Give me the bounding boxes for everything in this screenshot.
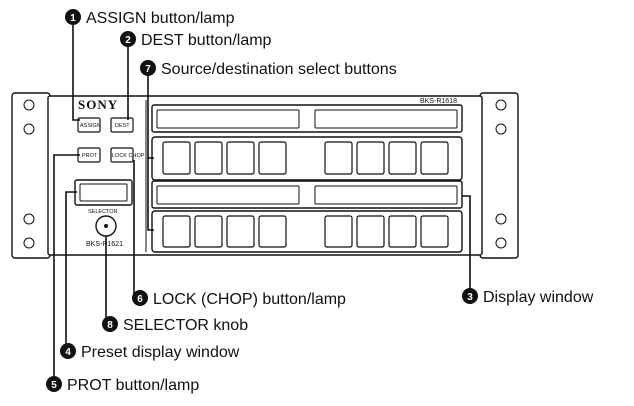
mounting-hole — [23, 237, 35, 249]
lock-chop-button[interactable]: LOCK CHOP — [110, 147, 145, 163]
select-button[interactable] — [226, 215, 255, 248]
select-button[interactable] — [162, 141, 191, 175]
callout-label: Source/destination select buttons — [161, 61, 397, 78]
select-button[interactable] — [324, 141, 353, 175]
select-button-bank-upper — [151, 136, 463, 181]
callout-3: 3 Display window — [462, 288, 594, 306]
mounting-hole — [495, 213, 507, 225]
callout-8: 8 SELECTOR knob — [102, 316, 248, 334]
model-label-sub: BKS-R1621 — [86, 241, 123, 248]
callout-number: 6 — [137, 294, 143, 305]
callout-badge — [132, 290, 148, 306]
assign-button-label: ASSIGN — [80, 123, 101, 129]
callout-badge — [46, 376, 62, 392]
select-button[interactable] — [162, 215, 191, 248]
callout-label: DEST button/lamp — [141, 32, 272, 49]
select-button[interactable] — [194, 215, 223, 248]
callout-5: 5 PROT button/lamp — [46, 376, 199, 394]
callout-number: 5 — [51, 380, 57, 391]
mounting-hole — [23, 99, 35, 111]
select-button[interactable] — [356, 215, 385, 248]
callout-number: 4 — [65, 347, 71, 358]
left-rack-ear — [11, 92, 51, 259]
lock-chop-button-label: LOCK CHOP — [112, 153, 145, 159]
callout-number: 2 — [125, 35, 131, 46]
callout-label: Display window — [483, 289, 594, 306]
select-button-bank-lower — [151, 210, 463, 253]
callout-badge — [60, 343, 76, 359]
select-button[interactable] — [420, 215, 449, 248]
prot-button-label: PROT — [82, 153, 98, 159]
callout-label: ASSIGN button/lamp — [86, 10, 235, 27]
mounting-hole — [23, 123, 35, 135]
display-window-lower — [151, 180, 463, 209]
select-button[interactable] — [356, 141, 385, 175]
callout-4: 4 Preset display window — [60, 343, 240, 361]
display-window-upper — [151, 104, 463, 133]
select-button[interactable] — [388, 215, 417, 248]
select-button[interactable] — [324, 215, 353, 248]
leader-line-preset — [65, 191, 77, 350]
right-rack-ear — [479, 92, 519, 259]
select-button[interactable] — [388, 141, 417, 175]
select-button[interactable] — [258, 141, 287, 175]
mounting-holes — [23, 99, 507, 249]
prot-button[interactable]: PROT — [77, 147, 101, 163]
leader-line-prot — [53, 154, 80, 380]
selector-caption: SELECTOR — [88, 209, 118, 215]
selector-knob[interactable] — [95, 215, 117, 237]
callout-2: 2 DEST button/lamp — [120, 31, 272, 49]
callout-6: 6 LOCK (CHOP) button/lamp — [132, 290, 346, 308]
model-label-main: BKS-R1618 — [420, 98, 457, 105]
callout-badge — [65, 9, 81, 25]
callout-badge — [102, 316, 118, 332]
rack-unit: SONY BKS-R1618 BKS-R1621 ASSIGN DEST PRO… — [11, 92, 519, 259]
preset-display-window — [74, 179, 133, 206]
callout-number: 7 — [145, 64, 151, 75]
callout-badge — [120, 31, 136, 47]
mounting-hole — [495, 237, 507, 249]
callout-number: 3 — [467, 292, 473, 303]
leader-line-select-lower — [147, 158, 154, 231]
brand-logo: SONY — [78, 97, 118, 112]
mounting-hole — [495, 123, 507, 135]
callout-number: 8 — [107, 320, 113, 331]
leader-lines — [53, 25, 471, 380]
callout-label: Preset display window — [81, 344, 240, 361]
leader-line-assign — [72, 25, 80, 121]
callout-badge — [462, 288, 478, 304]
select-button[interactable] — [226, 141, 255, 175]
callout-label: LOCK (CHOP) button/lamp — [153, 291, 346, 308]
callout-1: 1 ASSIGN button/lamp — [65, 9, 235, 27]
mounting-hole — [23, 213, 35, 225]
select-button[interactable] — [194, 141, 223, 175]
callout-label: PROT button/lamp — [67, 377, 199, 394]
callout-label: SELECTOR knob — [123, 317, 248, 334]
dest-button-label: DEST — [115, 123, 130, 129]
callout-7: 7 Source/destination select buttons — [140, 60, 397, 78]
mounting-hole — [495, 99, 507, 111]
callout-number: 1 — [70, 13, 76, 24]
select-button[interactable] — [258, 215, 287, 248]
leader-line-display — [462, 195, 471, 293]
dest-button[interactable]: DEST — [110, 117, 134, 133]
callout-badge — [140, 60, 156, 76]
select-button[interactable] — [420, 141, 449, 175]
assign-button[interactable]: ASSIGN — [77, 117, 101, 133]
